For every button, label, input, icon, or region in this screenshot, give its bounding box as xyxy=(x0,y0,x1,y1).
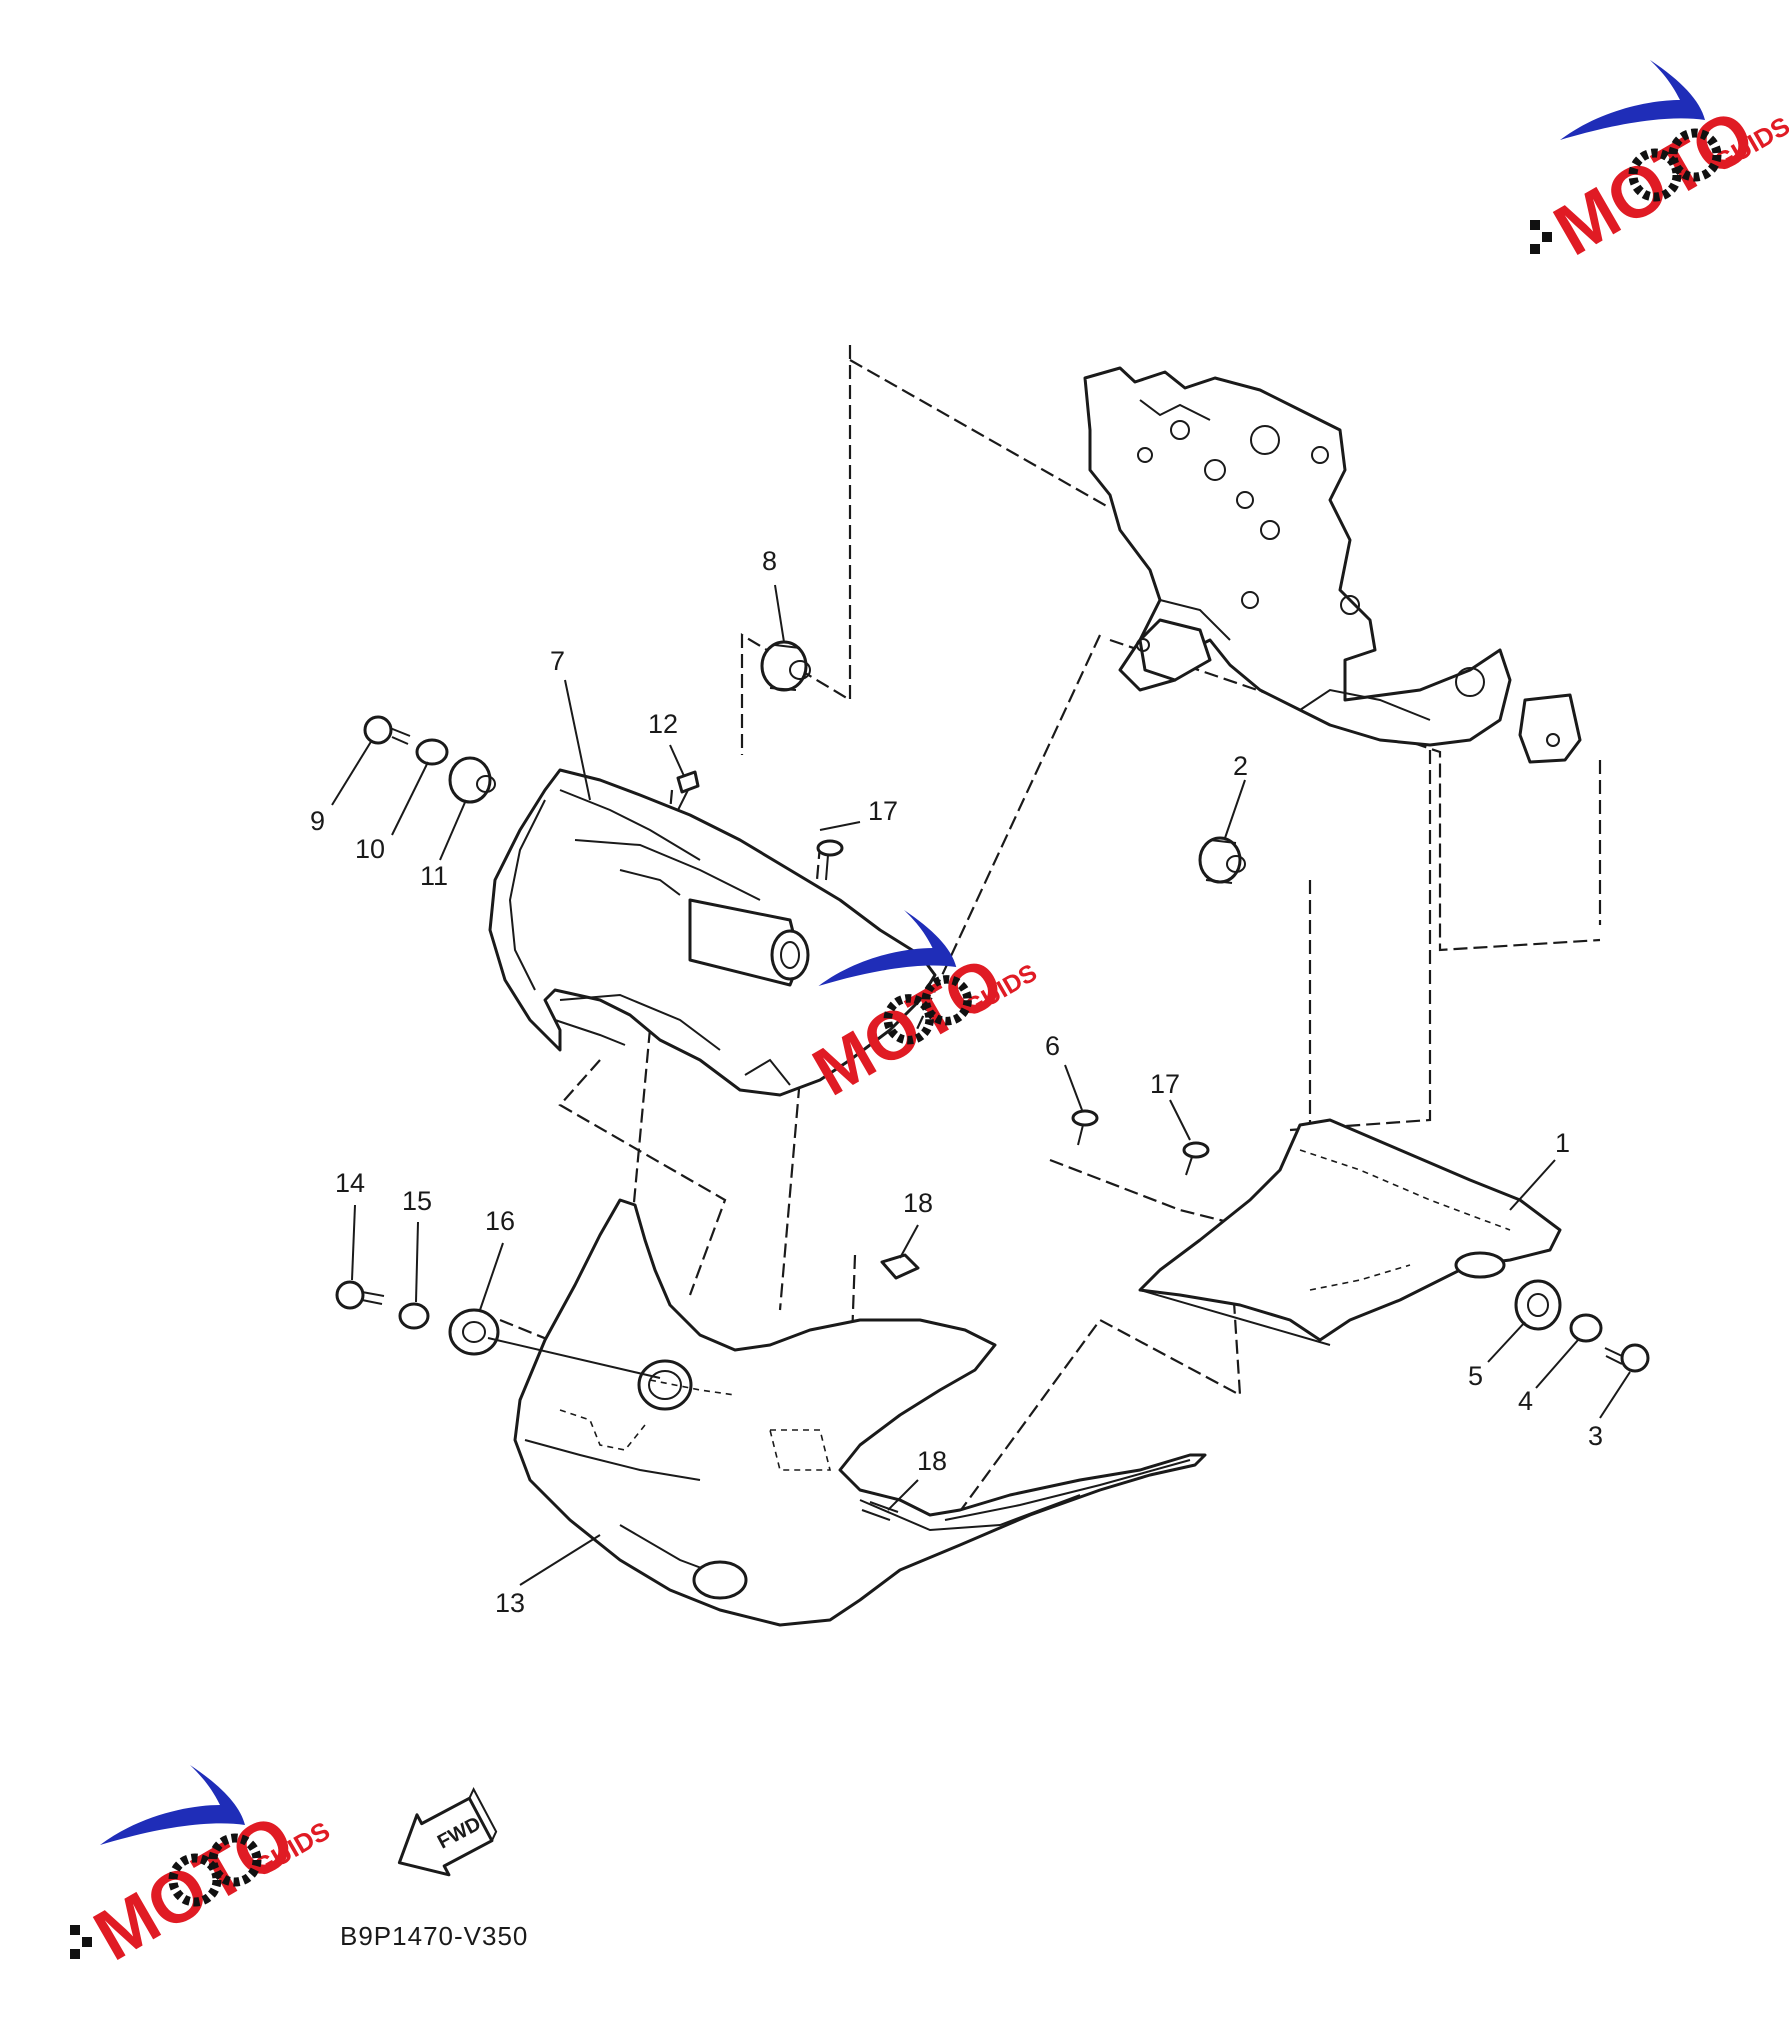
callout-11: 11 xyxy=(420,861,448,891)
grommet-2 xyxy=(1198,836,1246,884)
callout-1: 1 xyxy=(1555,1128,1570,1158)
hardware xyxy=(335,640,1650,1521)
screw-12 xyxy=(676,770,700,811)
callout-16: 16 xyxy=(485,1206,515,1236)
callouts: 1 2 3 4 5 6 7 8 9 10 11 12 13 14 15 16 1… xyxy=(310,546,1603,1618)
nut-18-upper xyxy=(880,1253,920,1280)
callout-17-upper: 17 xyxy=(868,796,898,826)
collar-10 xyxy=(415,738,449,766)
callout-18-upper: 18 xyxy=(903,1188,933,1218)
watermark-logo-bottom: MOTO GUIDS xyxy=(70,1765,335,1977)
bolt-3 xyxy=(1604,1343,1650,1373)
collar-15 xyxy=(398,1302,430,1330)
frame-bracket xyxy=(1083,366,1582,764)
bolt-14 xyxy=(335,1280,385,1310)
callout-8: 8 xyxy=(762,546,777,576)
callout-9: 9 xyxy=(310,806,325,836)
callout-7: 7 xyxy=(550,646,565,676)
front-cowl xyxy=(513,1198,1207,1627)
callout-17-right: 17 xyxy=(1150,1069,1180,1099)
watermark-word: MOTO xyxy=(1541,95,1767,272)
screw-17-upper xyxy=(816,839,844,881)
leader-lines xyxy=(331,584,1631,1586)
grommet-16 xyxy=(448,1308,500,1356)
callout-13: 13 xyxy=(495,1588,525,1618)
callout-4: 4 xyxy=(1518,1386,1533,1416)
callout-15: 15 xyxy=(402,1186,432,1216)
callout-3: 3 xyxy=(1588,1421,1603,1451)
screw-17-right xyxy=(1182,1141,1210,1176)
callout-10: 10 xyxy=(355,834,385,864)
collar-4 xyxy=(1569,1313,1603,1343)
headlight-assembly xyxy=(488,768,937,1097)
watermark-logo-top: MOTO GUIDS xyxy=(1530,60,1789,271)
nut-18-lower xyxy=(861,1501,899,1521)
callout-6: 6 xyxy=(1045,1031,1060,1061)
callout-18-lower: 18 xyxy=(917,1446,947,1476)
screw-6 xyxy=(1071,1109,1099,1146)
callout-12: 12 xyxy=(648,709,678,739)
callout-2: 2 xyxy=(1233,751,1248,781)
grommet-5 xyxy=(1514,1279,1562,1331)
grommet-11 xyxy=(448,756,496,804)
bolt-9 xyxy=(363,715,411,745)
forward-arrow: FWD xyxy=(397,1786,498,1877)
watermark-word-bottom: MOTO xyxy=(81,1800,307,1977)
bracket-cowl xyxy=(1138,1118,1562,1346)
diagram-code: B9P1470-V350 xyxy=(340,1921,528,1951)
grommet-8 xyxy=(760,640,811,692)
callout-14: 14 xyxy=(335,1168,365,1198)
callout-5: 5 xyxy=(1468,1361,1483,1391)
